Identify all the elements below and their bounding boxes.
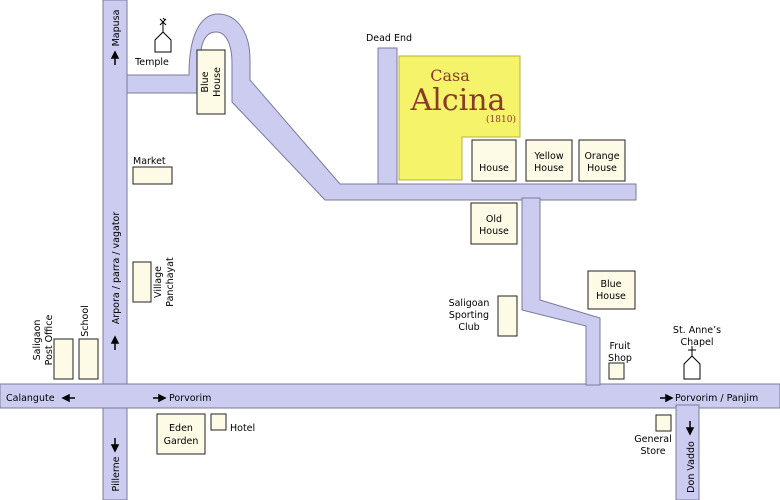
village-panchayat[interactable] [132, 261, 152, 303]
yellow-house-label-2: House [534, 163, 564, 174]
porvorim-panjim-label: Porvorim / Panjim [675, 393, 758, 404]
old-house[interactable] [470, 202, 518, 245]
temple-flag-icon [159, 17, 167, 32]
road-temple-loop [126, 13, 637, 201]
chapel-landmark[interactable]: St. Anne’s Chapel [673, 325, 721, 380]
orange-house-label-1: Orange [584, 151, 619, 162]
house[interactable] [471, 139, 517, 182]
arrow-icon-mapusa [110, 50, 120, 65]
market[interactable] [132, 166, 173, 185]
chapel-label-1: St. Anne’s [673, 325, 721, 336]
road-south-branch [521, 197, 601, 386]
casa-alcina-estate[interactable]: Casa Alcina (1810) [398, 55, 521, 181]
arrow-icon-panjim [660, 393, 674, 403]
estate-name-casa: Casa [430, 66, 470, 85]
road-mapusa-pillerne [102, 0, 128, 500]
road-dead-end [377, 47, 398, 189]
arrow-icon-arpora [110, 335, 120, 350]
direction-labels: Mapusa Arpora / parra / vagator Calangut… [6, 10, 758, 493]
fruit-shop-label-1: Fruit [609, 341, 630, 352]
road-calangute-panjim [0, 383, 780, 409]
estate-name-alcina: Alcina [410, 83, 506, 118]
orange-house-label-2: House [587, 163, 617, 174]
sporting-club-label-1: Saligoan [449, 298, 490, 309]
blue-house-right[interactable] [587, 270, 636, 310]
chapel-cross-icon [688, 346, 696, 356]
arrow-icon-porvorim [153, 393, 167, 403]
mapusa-label: Mapusa [111, 10, 122, 47]
hotel-label: Hotel [230, 423, 255, 434]
market-label: Market [133, 156, 166, 167]
arpora-label: Arpora / parra / vagator [111, 212, 122, 325]
orange-house[interactable] [578, 139, 626, 182]
house-label: House [479, 163, 509, 174]
village-panchayat-label-1: Village [153, 266, 164, 298]
buildings: Blue House House Yellow House Orange Hou… [32, 49, 672, 457]
pillerne-label: Pillerne [111, 456, 122, 491]
blue-house-right-label-2: House [596, 291, 626, 302]
blue-house-right-label-1: Blue [600, 279, 621, 290]
temple-label: Temple [134, 57, 169, 68]
fruit-shop-label-2: Shop [608, 353, 632, 364]
porvorim-label: Porvorim [169, 393, 211, 404]
don-vaddo-label: Don Vaddo [686, 441, 697, 493]
arrow-icon-don-vaddo [685, 421, 695, 436]
eden-garden-label-1: Eden [169, 423, 193, 434]
general-store-label-2: Store [640, 446, 665, 457]
temple-landmark[interactable]: Temple [134, 17, 172, 68]
arrow-icon-pillerne [110, 438, 120, 453]
post-office[interactable] [53, 338, 74, 380]
estate-year: (1810) [486, 114, 516, 125]
blue-house-top-label-1: Blue [200, 71, 211, 92]
temple-icon [154, 31, 172, 53]
school[interactable] [78, 338, 99, 380]
blue-house-top[interactable] [196, 49, 226, 115]
blue-house-top-label-2: House [212, 67, 223, 97]
fruit-shop[interactable] [608, 362, 625, 380]
post-office-label-2: Post Office [44, 315, 55, 366]
general-store-label-1: General [634, 434, 671, 445]
arrow-icon-calangute [61, 393, 75, 403]
hotel[interactable] [210, 413, 227, 431]
eden-garden-label-2: Garden [164, 436, 199, 447]
old-house-label-1: Old [486, 214, 502, 225]
old-house-label-2: House [479, 226, 509, 237]
village-panchayat-label-2: Panchayat [165, 257, 176, 307]
general-store[interactable] [655, 414, 672, 432]
calangute-label: Calangute [6, 393, 55, 404]
sporting-club-label-3: Club [458, 322, 479, 333]
chapel-icon [683, 355, 701, 380]
eden-garden[interactable] [156, 413, 206, 455]
chapel-label-2: Chapel [681, 337, 714, 348]
yellow-house-label-1: Yellow [533, 151, 563, 162]
post-office-label-1: Saligaon [32, 320, 43, 361]
sporting-club[interactable] [497, 295, 518, 337]
school-label: School [80, 305, 91, 337]
dead-end-label: Dead End [366, 33, 412, 44]
sporting-club-label-2: Sporting [449, 310, 489, 321]
yellow-house[interactable] [525, 139, 573, 182]
